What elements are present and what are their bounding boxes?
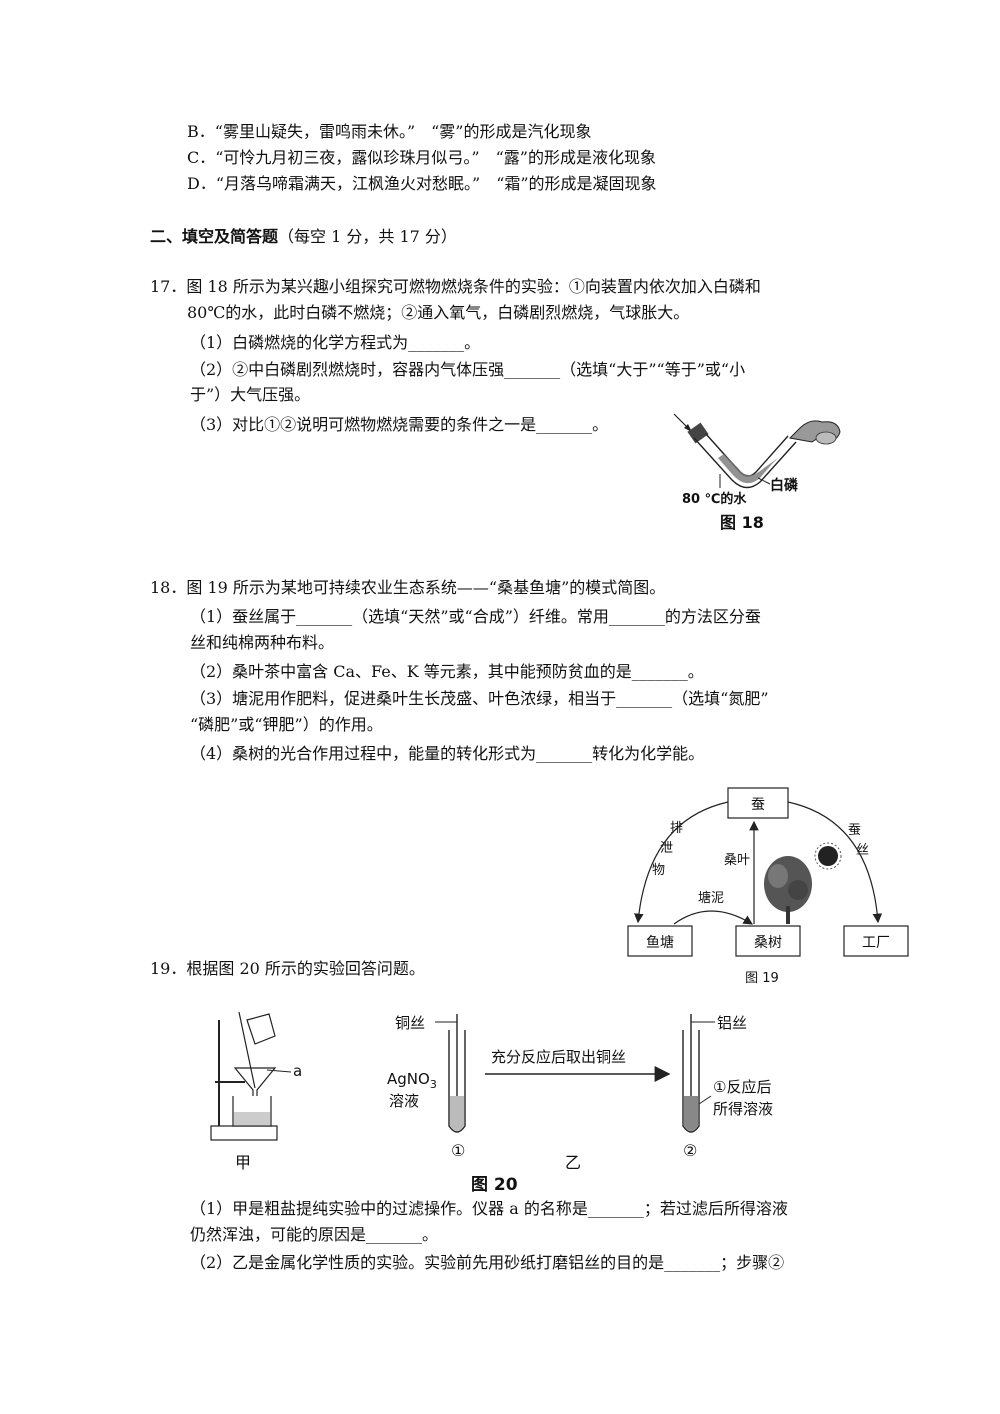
q18-part2: （2）桑叶茶中富含 Ca、Fe、K 等元素，其中能预防贫血的是_______。: [190, 662, 704, 681]
q18-part1-cont: 丝和纯棉两种布料。: [190, 633, 335, 652]
silk-char2: 丝: [856, 843, 869, 858]
silkworm-box: [727, 787, 789, 819]
section-title: 二、填空及简答题（每空 1 分，共 17 分）: [150, 226, 457, 248]
stand-base: [210, 1125, 278, 1141]
test-tube-1: 铜丝 AgNO3 溶液 ①: [387, 1014, 466, 1160]
silkworm-label: 蚕: [751, 797, 765, 813]
mud-arrow: [673, 910, 754, 925]
fishpond-box: [627, 925, 693, 957]
result-label-1: ①反应后: [713, 1078, 771, 1096]
tube-outer: [693, 437, 797, 489]
q17-part1: （1）白磷燃烧的化学方程式为_______。: [190, 333, 481, 352]
section-note: （每空 1 分，共 17 分）: [278, 227, 457, 246]
excretion-char2: 泄: [660, 841, 673, 856]
leaves-label: 桑叶: [724, 853, 750, 868]
q18-stem: 18．图 19 所示为某地可持续农业生态系统——“桑基鱼塘”的模式简图。: [150, 578, 666, 597]
label-jia: 甲: [235, 1153, 251, 1172]
figure-18-caption: 图 18: [720, 513, 764, 532]
q17-stem-line1: 17．图 18 所示为某兴趣小组探究可燃物燃烧条件的实验：①向装置内依次加入白磷…: [150, 277, 761, 296]
figure-18: 白磷 80 ℃的水 图 18: [660, 408, 860, 538]
pouring-beaker: [246, 1013, 276, 1045]
glass-rod: [238, 1011, 256, 1089]
label-yi: 乙: [565, 1153, 581, 1172]
excretion-char3: 物: [652, 863, 665, 878]
mulberry-tree-icon: [764, 856, 812, 924]
q19-stem: 19．根据图 20 所示的实验回答问题。: [150, 959, 425, 978]
q17-part3: （3）对比①②说明可燃物燃烧需要的条件之一是_______。: [190, 415, 609, 434]
agno3-label: AgNO3: [387, 1070, 437, 1091]
q17-stem-line2: 80℃的水，此时白磷不燃烧；②通入氧气，白磷剧烈燃烧，气球胀大。: [187, 303, 690, 322]
test-tube-2: 铝丝 ①反应后 所得溶液 ②: [682, 1014, 773, 1160]
q19-part1: （1）甲是粗盐提纯实验中的过滤操作。仪器 a 的名称是_______；若过滤后所…: [190, 1199, 788, 1218]
tube-1-number: ①: [451, 1141, 465, 1160]
experiment-diagram: a 甲 铜丝 AgNO3 溶液 ① 充分反应后取出铜丝 乙 铝丝: [210, 1011, 773, 1195]
figure-20-caption: 图 20: [471, 1175, 518, 1195]
stopper: [687, 422, 709, 444]
tube-1-solution: [450, 1096, 464, 1131]
option-c: C．“可怜九月初三夜，露似珍珠月似弓。” “露”的形成是液化现象: [187, 148, 656, 167]
figure-19: 蚕 鱼塘 桑树 工厂 排 泄 物 桑叶 塘泥 蚕 丝 图 19: [620, 780, 915, 990]
q18-part1: （1）蚕丝属于_______（选填“天然”或“合成”）纤维。常用_______的…: [190, 607, 761, 626]
tube-2-body: [682, 1030, 700, 1133]
option-b: B．“雾里山疑失，雷鸣雨未休。” “雾”的形成是汽化现象: [187, 122, 592, 141]
tube-2-solution: [684, 1096, 698, 1131]
mud-label: 塘泥: [698, 890, 724, 906]
silk-char1: 蚕: [848, 823, 861, 838]
filtration-apparatus: a 甲: [210, 1011, 302, 1172]
q19-part1-cont: 仍然浑浊，可能的原因是_______。: [190, 1225, 439, 1244]
hot-water: [718, 454, 778, 484]
excretion-arrow: [634, 801, 729, 924]
factory-box: [843, 925, 909, 957]
q18-part3-cont: “磷肥”或“钾肥”）的作用。: [190, 715, 383, 734]
fishpond-label: 鱼塘: [646, 934, 674, 951]
phosphorus-label: 白磷: [770, 477, 799, 494]
tube-inner: [705, 433, 789, 477]
u-tube-diagram: 白磷 80 ℃的水 图 18: [673, 413, 841, 532]
q17-part2-cont: 于”）大气压强。: [190, 385, 311, 404]
figure-19-caption: 图 19: [745, 971, 779, 986]
aluminum-wire-label: 铝丝: [717, 1014, 747, 1032]
q19-part2: （2）乙是金属化学性质的实验。实验前先用砂纸打磨铝丝的目的是_______；步骤…: [190, 1253, 785, 1272]
q18-part4: （4）桑树的光合作用过程中，能量的转化形式为_______转化为化学能。: [190, 744, 705, 763]
factory-label: 工厂: [862, 935, 890, 951]
solution-label: 溶液: [389, 1092, 419, 1110]
q17-part2: （2）②中白磷剧烈燃烧时，容器内气体压强_______（选填“大于”“等于”或“…: [190, 360, 746, 379]
option-d: D．“月落乌啼霜满天，江枫渔火对愁眠。” “霜”的形成是凝固现象: [187, 174, 657, 193]
arrow-text: 充分反应后取出铜丝: [491, 1048, 626, 1066]
q18-part3: （3）塘泥用作肥料，促进桑叶生长茂盛、叶色浓绿，相当于_______（选填“氮肥…: [190, 689, 769, 708]
water-label: 80 ℃的水: [682, 491, 747, 507]
excretion-char1: 排: [670, 821, 683, 836]
tube-1-body: [448, 1030, 466, 1133]
silk-arrow: [787, 801, 883, 924]
sun-icon: [814, 842, 842, 870]
copper-wire-label: 铜丝: [395, 1014, 425, 1032]
label-a: a: [293, 1062, 302, 1080]
figure-20: a 甲 铜丝 AgNO3 溶液 ① 充分反应后取出铜丝 乙 铝丝: [195, 1000, 795, 1195]
section-title-text: 二、填空及简答题: [150, 227, 279, 246]
result-label-2: 所得溶液: [713, 1100, 773, 1118]
mulberry-label: 桑树: [754, 935, 782, 951]
tube-2-number: ②: [683, 1141, 697, 1160]
ecosystem-diagram: 蚕 鱼塘 桑树 工厂 排 泄 物 桑叶 塘泥 蚕 丝 图 19: [627, 787, 909, 986]
mulberry-box: [735, 925, 801, 957]
